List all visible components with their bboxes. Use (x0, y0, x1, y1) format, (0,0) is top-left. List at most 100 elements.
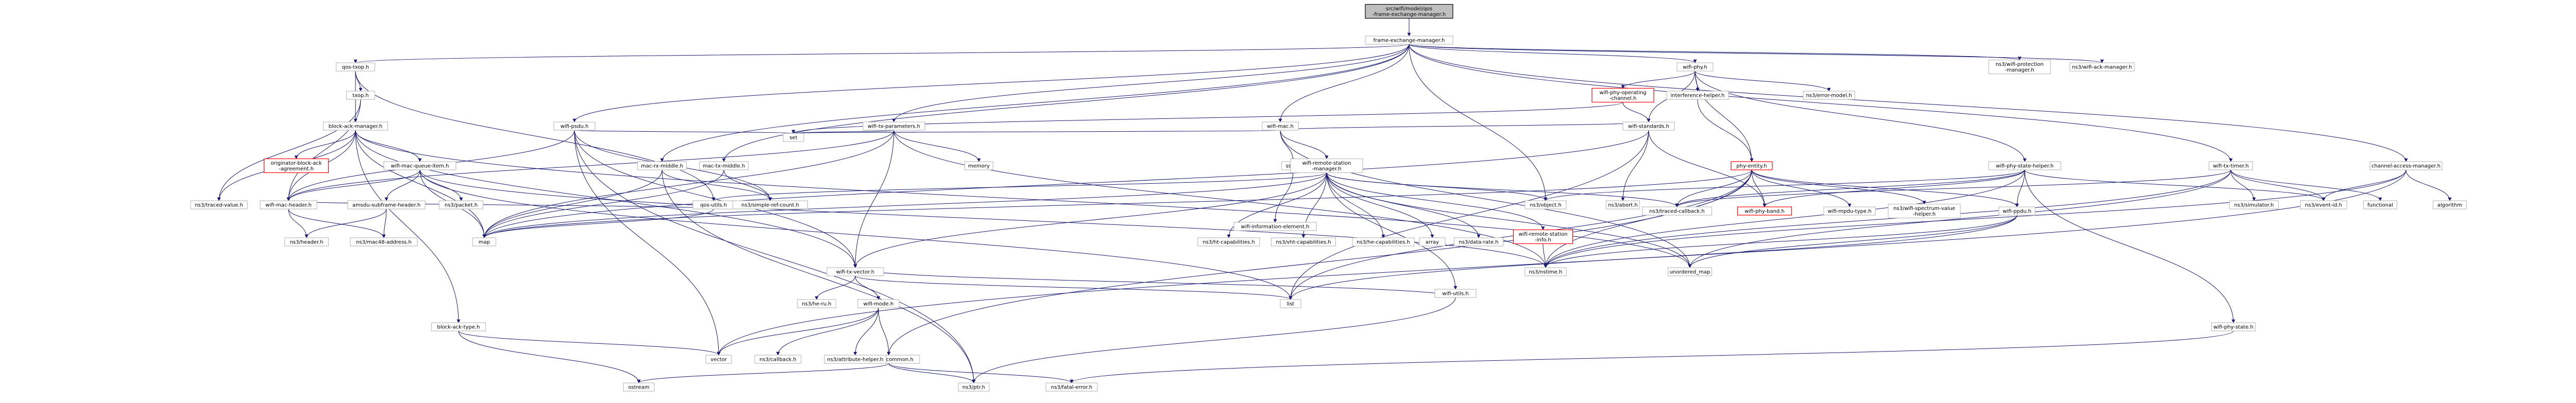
node-wie[interactable]: wifi-information-element.h (1233, 222, 1317, 231)
node-unordered[interactable]: unordered_map (1667, 267, 1713, 276)
node-wutils[interactable]: wifi-utils.h (1434, 289, 1477, 298)
node-ih[interactable]: interference-helper.h (1666, 91, 1729, 100)
node-label: map (479, 240, 490, 246)
node-box (623, 382, 655, 392)
edge-wrsm-to-datarate (1326, 172, 1481, 238)
node-htcap[interactable]: ns3/ht-capabilities.h (1197, 237, 1260, 247)
node-box (1803, 91, 1855, 100)
node-macrxmid[interactable]: mac-rx-middle.h (637, 161, 687, 170)
node-box (1045, 382, 1098, 392)
edge-wtxv-to-list (855, 275, 1293, 300)
node-wpsh[interactable]: wifi-phy-state-helper.h (1988, 161, 2061, 170)
node-nstime[interactable]: ns3/nstime.h (1524, 267, 1567, 276)
node-label: ns3/fatal-error.h (1051, 385, 1092, 391)
edge-batype-to-ostream (458, 330, 641, 383)
edge-batype-to-vector (458, 330, 721, 356)
node-algorithm[interactable]: algorithm (2432, 200, 2467, 209)
node-datarate[interactable]: ns3/data-rate.h (1453, 237, 1504, 247)
node-box (1998, 206, 2036, 216)
dependency-edges (217, 18, 2452, 383)
node-vhtcap[interactable]: ns3/vht-capabilities.h (1270, 237, 1336, 247)
node-wtxp[interactable]: wifi-tx-parameters.h (862, 121, 925, 131)
node-wmac[interactable]: wifi-mac.h (1262, 121, 1299, 131)
edge-cam-to-algorithm (2405, 169, 2452, 201)
node-simpleref[interactable]: ns3/simple-ref-count.h (732, 200, 808, 209)
node-wprot[interactable]: ns3/wifi-protection-manager.h (1988, 59, 2051, 75)
node-wpoc[interactable]: wifi-phy-operating-channel.h (1591, 87, 1654, 103)
node-hecap[interactable]: ns3/he-capabilities.h (1352, 237, 1415, 247)
node-wsvh[interactable]: ns3/wifi-spectrum-value-helper.h (1888, 203, 1961, 219)
node-wmpdutype[interactable]: wifi-mpdu-type.h (1823, 206, 1876, 216)
node-hemu[interactable]: ns3/he-ru.h (796, 299, 837, 308)
node-fem[interactable]: frame-exchange-manager.h (1365, 36, 1453, 45)
node-wrsm[interactable]: wifi-remote-station-manager.h (1290, 158, 1363, 173)
node-wtxv[interactable]: wifi-tx-vector.h (826, 267, 884, 276)
node-eventid[interactable]: ns3/event-id.h (2300, 200, 2347, 209)
node-simulator[interactable]: ns3/simulator.h (2229, 200, 2279, 209)
edge-wmqi-to-amsdu (384, 169, 420, 201)
node-abort[interactable]: ns3/abort.h (1605, 200, 1640, 209)
node-box (2369, 161, 2443, 170)
node-object[interactable]: ns3/object.h (1524, 200, 1567, 209)
node-tracedcb[interactable]: ns3/traced-callback.h (1641, 206, 1713, 216)
node-functional[interactable]: functional (2363, 200, 2398, 209)
node-nstypes[interactable]: ns3/ptr.h (958, 382, 990, 392)
node-memory[interactable]: memory (964, 161, 994, 170)
node-wmh[interactable]: wifi-mac-header.h (260, 200, 317, 209)
node-bam[interactable]: block-ack-manager.h (323, 121, 388, 131)
node-wphy[interactable]: wifi-phy.h (1676, 62, 1714, 72)
edge-wtxp-to-nstime (893, 130, 1548, 268)
node-box (1352, 237, 1415, 247)
edge-phyent-to-wppdu (1751, 169, 2019, 207)
node-label: wifi-standards.h (1628, 124, 1669, 130)
node-wpsdu[interactable]: wifi-psdu.h (553, 121, 596, 131)
node-box (1737, 206, 1792, 216)
edge-wphy-to-wpoc (1621, 71, 1696, 89)
node-wstd[interactable]: wifi-standards.h (1622, 121, 1675, 131)
node-txop[interactable]: txop.h (346, 91, 376, 100)
node-wtxt[interactable]: wifi-tx-timer.h (2208, 161, 2253, 170)
node-attrhelper[interactable]: ns3/attribute-helper.h (824, 355, 887, 364)
node-wmqi[interactable]: wifi-mac-queue-item.h (383, 161, 456, 170)
node-wmode[interactable]: wifi-mode.h (857, 299, 900, 308)
node-vector[interactable]: vector (705, 355, 732, 364)
node-phyent[interactable]: phy-entity.h (1731, 161, 1773, 170)
edge-wutils-to-wtxv (853, 267, 1456, 298)
node-array[interactable]: array (1419, 237, 1446, 247)
node-header[interactable]: ns3/header.h (284, 237, 329, 247)
node-list[interactable]: list (1280, 299, 1301, 308)
node-mactxmid[interactable]: mac-tx-middle.h (699, 161, 749, 170)
node-packet[interactable]: ns3/packet.h (438, 200, 484, 209)
node-qostxop[interactable]: qos-txop.h (335, 62, 376, 72)
edge-fem-to-macrxmid (660, 44, 1410, 162)
node-wps[interactable]: wifi-phy-state.h (2211, 322, 2256, 331)
node-mac48[interactable]: ns3/mac48-address.h (350, 237, 418, 247)
node-wpband[interactable]: wifi-phy-band.h (1737, 206, 1792, 216)
node-wack[interactable]: ns3/wifi-ack-manager.h (2069, 62, 2135, 72)
edge-cam-to-vector (717, 169, 2406, 356)
node-map[interactable]: map (472, 237, 497, 247)
node-label: ns3/he-capabilities.h (1357, 240, 1410, 246)
node-amsdu[interactable]: amsdu-subframe-header.h (347, 200, 426, 209)
node-label: qos-txop.h (342, 65, 369, 71)
node-obaa[interactable]: originator-block-ack-agreement.h (263, 158, 329, 173)
node-root[interactable]: src/wifi/model/qos-frame-exchange-manage… (1365, 4, 1453, 19)
node-box (1605, 200, 1640, 209)
node-cam[interactable]: channel-access-manager.h (2369, 161, 2443, 170)
node-fatal[interactable]: ns3/fatal-error.h (1045, 382, 1098, 392)
node-callback[interactable]: ns3/callback.h (754, 355, 802, 364)
edge-wrsm-to-object (1326, 172, 1548, 201)
node-errmodel[interactable]: ns3/error-model.h (1803, 91, 1855, 100)
node-label: set (789, 135, 797, 141)
node-wppdu[interactable]: wifi-ppdu.h (1998, 206, 2036, 216)
node-tracedvalue[interactable]: ns3/traced-value.h (190, 200, 248, 209)
node-wrsi[interactable]: wifi-remote-station-info.h (1513, 229, 1573, 244)
edge-wmode-to-attrhelper (853, 307, 879, 356)
node-set[interactable]: set (783, 133, 804, 142)
node-ostream[interactable]: ostream (623, 382, 655, 392)
node-batype[interactable]: block-ack-type.h (431, 322, 486, 331)
node-label: block-ack-type.h (437, 325, 480, 330)
node-qosutils[interactable]: qos-utils.h (692, 200, 735, 209)
node-box (1365, 36, 1453, 45)
node-label: originator-block-ack (270, 161, 321, 166)
